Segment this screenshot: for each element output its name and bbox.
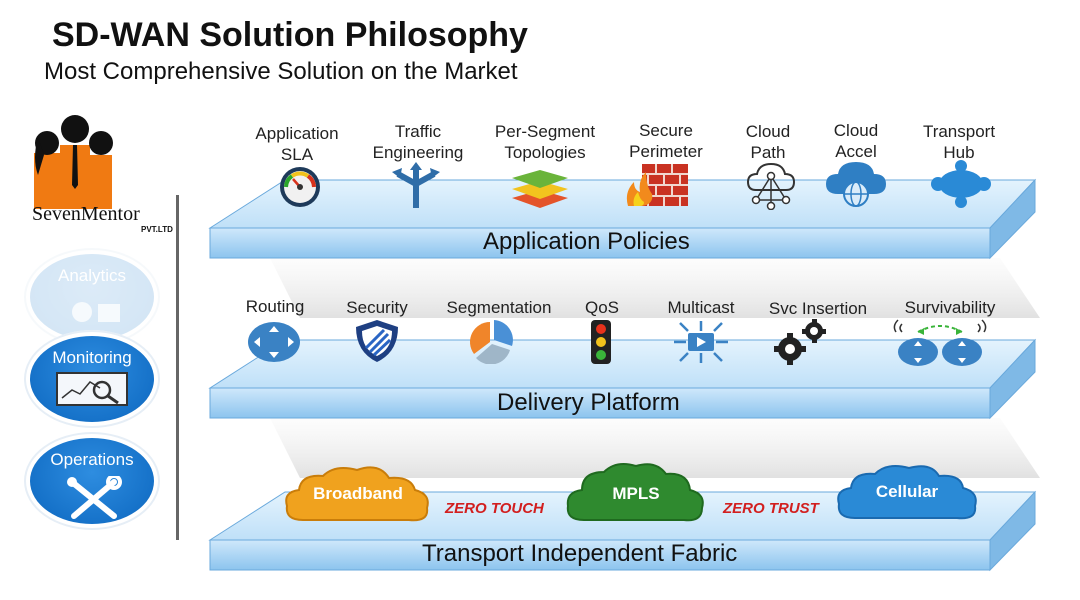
broadband-label: Broadband [313,484,403,503]
app-item-sla[interactable]: Application SLA [240,123,354,165]
application-policies-label: Application Policies [483,228,690,255]
app-item-line2: Engineering [372,143,464,162]
app-item-secure-perimeter[interactable]: Secure Perimeter [616,120,716,162]
delivery-platform-label: Delivery Platform [497,389,680,416]
monitoring-circle[interactable]: Monitoring [24,330,160,428]
delivery-item-routing[interactable]: Routing [245,297,305,316]
zero-trust-tag: ZERO TRUST [723,500,819,517]
analytics-circle[interactable]: Analytics [24,248,160,346]
app-item-line1: Transport [922,122,996,141]
zero-touch-tag: ZERO TOUCH [445,500,544,517]
operations-label: Operations [50,450,134,469]
pie-icon [470,320,513,364]
monitor-magnifier-icon [56,372,128,406]
app-item-line2: SLA [280,145,314,164]
firewall-icon [626,164,688,206]
app-item-line1: Traffic [394,122,442,141]
cellular-cloud-icon[interactable] [835,462,979,526]
multicast-icon [674,321,728,363]
app-item-line2: Topologies [504,143,586,162]
cloud-network-icon [746,162,796,210]
shield-icon [356,320,398,362]
app-item-cloud-accel[interactable]: Cloud Accel [818,120,894,162]
operations-circle[interactable]: Operations [24,432,160,530]
page-subtitle: Most Comprehensive Solution on the Marke… [44,58,518,85]
page-title: SD-WAN Solution Philosophy [52,16,528,54]
monitoring-label: Monitoring [52,348,132,367]
app-item-line1: Secure [639,121,693,140]
delivery-item-survivability[interactable]: Survivability [904,298,996,317]
app-item-line2: Hub [943,143,975,162]
analytics-label: Analytics [57,266,127,285]
tools-icon [67,476,122,519]
divider-line [176,195,179,540]
app-item-per-segment[interactable]: Per-Segment Topologies [480,121,610,163]
router-icon [248,322,300,362]
delivery-item-security[interactable]: Security [346,298,408,317]
app-item-traffic-engineering[interactable]: Traffic Engineering [360,121,476,163]
broadband-cloud-icon[interactable] [283,462,433,528]
app-item-line1: Application [255,124,339,143]
app-item-cloud-path[interactable]: Cloud Path [730,121,806,163]
app-item-line2: Perimeter [629,142,703,161]
gears-icon [774,319,826,365]
mpls-label: MPLS [612,484,660,503]
sevenmentor-logo-icon [34,115,113,209]
analytics-chart-icon [72,302,120,322]
routers-wifi-icon [893,319,987,366]
mpls-cloud-icon[interactable] [566,460,706,526]
gauge-icon [280,167,320,207]
app-item-line2: Accel [835,142,877,161]
app-item-line1: Cloud [833,121,879,140]
layers-icon [512,170,568,208]
delivery-item-qos[interactable]: QoS [584,298,620,317]
logo-suffix: PVT.LTD [141,225,173,234]
delivery-item-segmentation[interactable]: Segmentation [446,298,552,317]
arrows-split-icon [392,162,440,208]
traffic-light-icon [591,320,611,364]
app-item-line1: Per-Segment [494,122,596,141]
cloud-globe-icon [826,162,886,207]
hub-icon [931,160,991,208]
delivery-item-multicast[interactable]: Multicast [667,298,735,317]
cellular-label: Cellular [875,482,939,501]
app-item-transport-hub[interactable]: Transport Hub [908,121,1010,163]
transport-fabric-label: Transport Independent Fabric [422,540,738,567]
app-item-line2: Path [750,143,786,162]
app-item-line1: Cloud [745,122,791,141]
logo-text: SevenMentor [32,203,140,225]
delivery-item-svc-insertion[interactable]: Svc Insertion [768,299,868,318]
